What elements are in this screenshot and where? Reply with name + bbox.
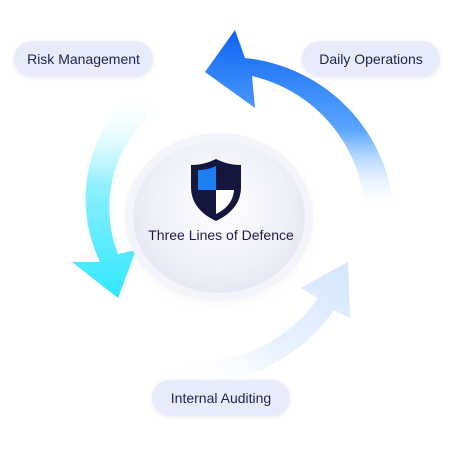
- risk-management-pill: Risk Management: [14, 41, 153, 77]
- arrow-pale: [185, 262, 350, 385]
- daily-operations-pill: Daily Operations: [302, 41, 440, 77]
- arrow-cyan: [72, 92, 156, 298]
- arrow-blue: [205, 30, 393, 212]
- shield-icon: [191, 159, 241, 221]
- center-title: Three Lines of Defence: [148, 227, 294, 243]
- internal-auditing-pill: Internal Auditing: [152, 380, 290, 416]
